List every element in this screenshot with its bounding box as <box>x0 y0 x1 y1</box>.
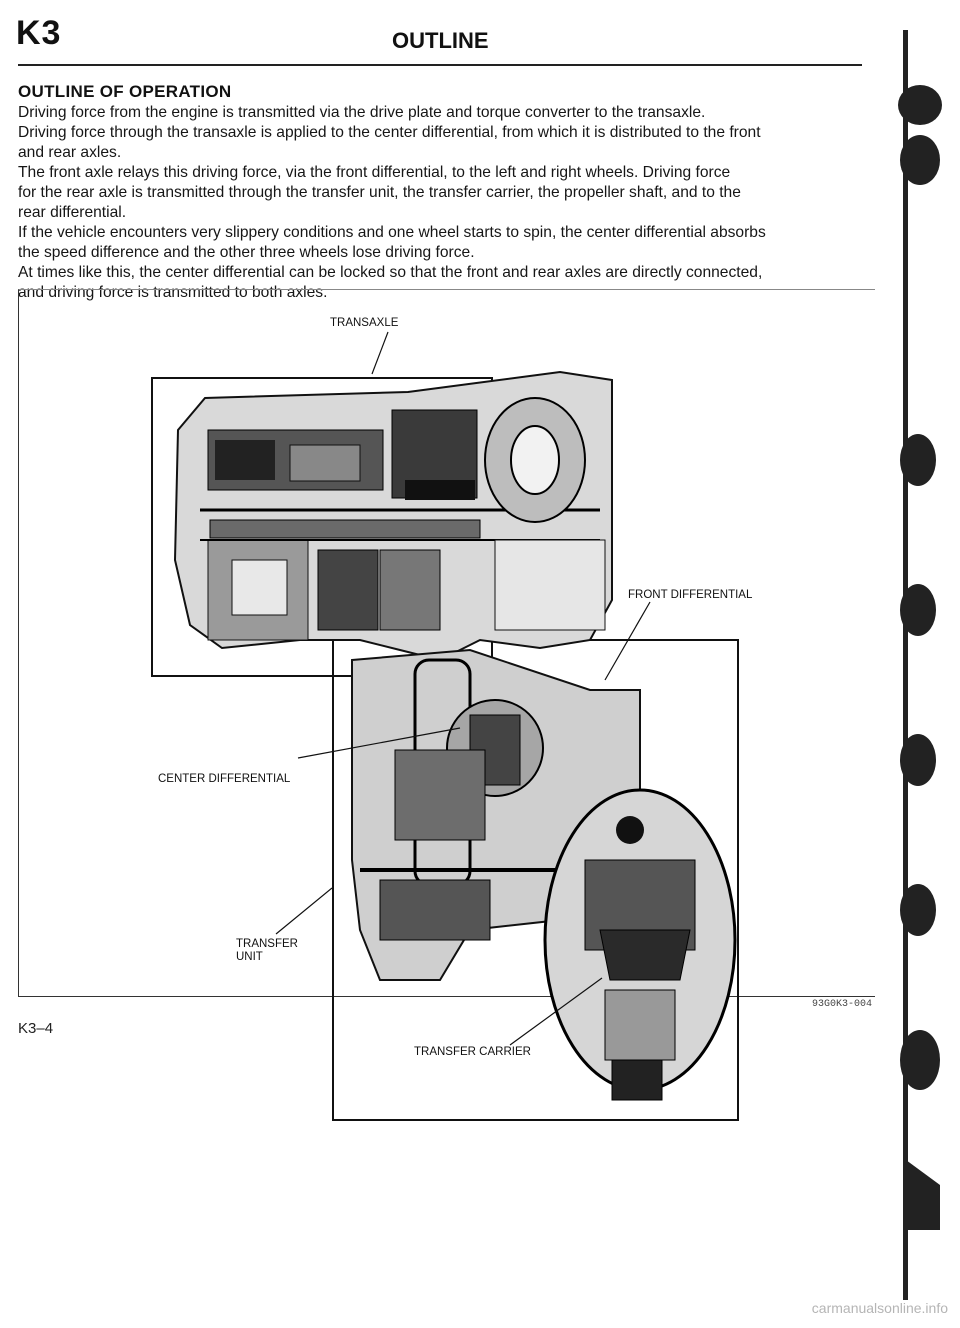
watermark: carmanualsonline.info <box>811 1300 948 1316</box>
section-code: K3 <box>16 14 62 52</box>
body-line: for the rear axle is transmitted through… <box>18 184 741 201</box>
body-line: Driving force from the engine is transmi… <box>18 104 706 121</box>
page-header-title: OUTLINE <box>392 28 489 53</box>
body-line: The front axle relays this driving force… <box>18 164 731 181</box>
body-line: the speed difference and the other three… <box>18 244 475 261</box>
body-line: and rear axles. <box>18 144 122 161</box>
figure-frame <box>18 289 875 997</box>
callout-center-differential: CENTER DIFFERENTIAL <box>158 773 291 785</box>
body-line: If the vehicle encounters very slippery … <box>18 224 766 241</box>
body-line: rear differential. <box>18 204 127 221</box>
section-heading: OUTLINE OF OPERATION <box>18 82 232 101</box>
figure-code: 93G0K3-004 <box>811 999 872 1010</box>
header-rule <box>18 64 862 66</box>
body-line: and driving force is transmitted to both… <box>18 284 328 301</box>
callout-front-differential: FRONT DIFFERENTIAL <box>628 589 753 601</box>
body-content: OUTLINE OF OPERATION Driving force from … <box>18 82 868 303</box>
callout-transfer-unit: TRANSFER UNIT <box>236 938 298 963</box>
callout-transfer-carrier: TRANSFER CARRIER <box>414 1046 531 1058</box>
callout-transaxle: TRANSAXLE <box>330 317 399 329</box>
body-line: At times like this, the center different… <box>18 264 763 281</box>
body-line: Driving force through the transaxle is a… <box>18 124 761 141</box>
page-number: K3–4 <box>18 1020 54 1037</box>
